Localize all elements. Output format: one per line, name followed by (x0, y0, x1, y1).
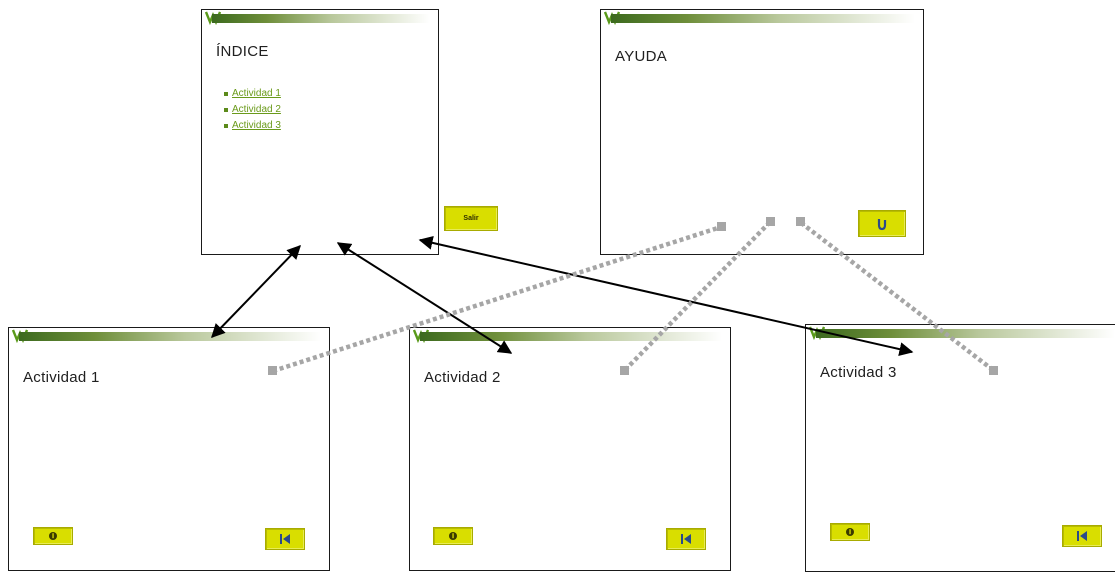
previous-button[interactable] (265, 528, 305, 550)
activity-3-slide: Actividad 3 (805, 324, 1115, 572)
bullet-icon (224, 108, 228, 112)
activity-2-title: Actividad 2 (424, 369, 501, 386)
info-icon (846, 528, 854, 536)
activity-3-title: Actividad 3 (820, 364, 897, 381)
bullet-icon (224, 124, 228, 128)
list-item: Actividad 2 (224, 102, 281, 118)
activity-link-list: Actividad 1 Actividad 2 Actividad 3 (224, 86, 281, 134)
help-button[interactable] (830, 523, 870, 541)
bullet-icon (224, 92, 228, 96)
skip-back-icon (1077, 531, 1087, 541)
list-item: Actividad 3 (224, 118, 281, 134)
index-slide: ÍNDICE Actividad 1 Actividad 2 Actividad… (201, 9, 498, 255)
previous-button[interactable] (1062, 525, 1102, 547)
link-actividad-2[interactable]: Actividad 2 (232, 104, 281, 115)
info-icon (49, 532, 57, 540)
slide-banner (410, 328, 730, 352)
exit-button[interactable]: Salir (444, 206, 498, 231)
activity-2-slide: Actividad 2 (409, 327, 731, 571)
skip-back-icon (280, 534, 290, 544)
link-actividad-1[interactable]: Actividad 1 (232, 88, 281, 99)
activity-1-slide: Actividad 1 (8, 327, 330, 571)
help-title: AYUDA (615, 48, 668, 65)
help-button[interactable] (433, 527, 473, 545)
skip-back-icon (681, 534, 691, 544)
activity-1-title: Actividad 1 (23, 369, 100, 386)
exit-button-label: Salir (463, 215, 479, 222)
arrow-index-activity-1 (211, 244, 301, 339)
index-title: ÍNDICE (216, 43, 269, 60)
slide-banner (9, 328, 329, 352)
slide-banner (202, 10, 438, 34)
help-slide: AYUDA (600, 9, 924, 255)
help-button[interactable] (33, 527, 73, 545)
return-u-icon (877, 218, 887, 230)
info-icon (449, 532, 457, 540)
previous-button[interactable] (666, 528, 706, 550)
slide-banner (806, 325, 1115, 349)
slide-banner (601, 10, 923, 34)
link-actividad-3[interactable]: Actividad 3 (232, 120, 281, 131)
list-item: Actividad 1 (224, 86, 281, 102)
return-button[interactable] (858, 210, 906, 237)
